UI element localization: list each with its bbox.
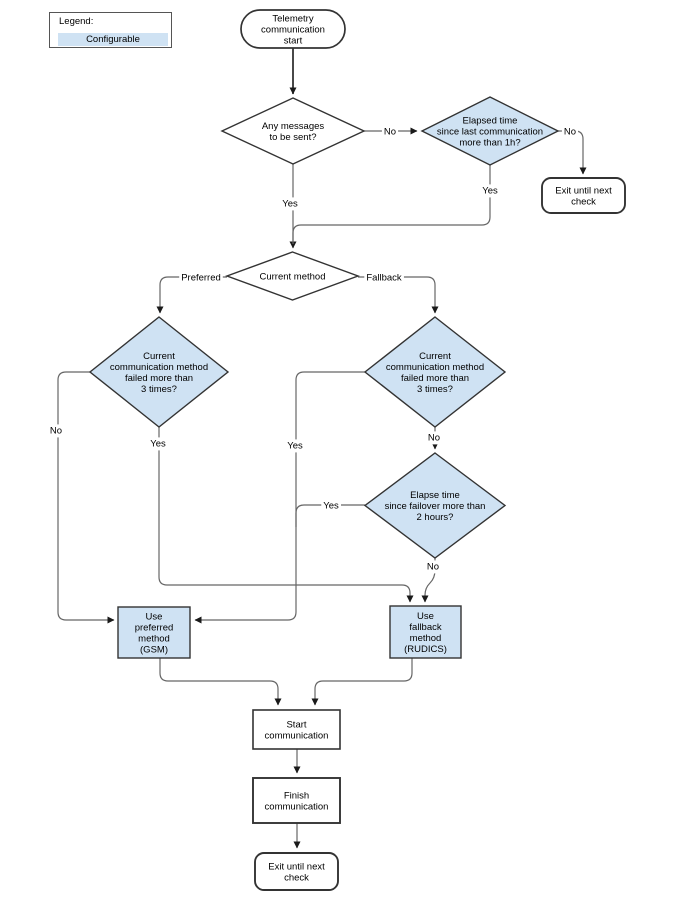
edge-pref-failed-no [57,371,115,624]
edge-label-fall-failed-no: No [428,432,440,443]
node-shape-current-method [224,251,361,301]
edge-elapsed-yes-merge [292,165,491,244]
node-shape-finish-communication [252,777,341,824]
edge-label-bg-messages-no [381,125,399,139]
node-label-current-method: Current method [259,271,325,282]
edge-method-preferred [156,276,227,314]
node-shape-telemetry-start [240,9,346,49]
node-shape-use-preferred-gsm [117,606,191,659]
edge-label-bg-elapsed-no-to-exit [561,125,579,139]
edge-label-bg-elapsed-yes-merge [480,184,500,198]
node-shape-elapse-since-failover [363,452,507,559]
legend: Legend: Configurable [49,12,172,48]
edge-label-bg-fall-failed-no [425,431,443,445]
legend-title: Legend: [59,16,94,27]
node-current-method: Current method [224,251,361,301]
node-shape-exit-until-next-check-2 [254,852,339,891]
node-shape-preferred-failed-3x [88,316,230,428]
node-shape-any-messages [220,97,366,165]
edge-label-bg-method-fallback [364,271,404,285]
edge-label-bg-failover-yes-merge [321,499,341,513]
edge-label-bg-pref-failed-no [47,424,65,438]
edge-pref-failed-yes [158,427,414,603]
edge-label-elapsed-yes-merge: Yes [482,185,498,196]
edge-label-fall-failed-yes: Yes [287,440,303,451]
edge-label-messages-yes: Yes [282,198,298,209]
node-shape-fallback-failed-3x [363,316,507,428]
edge-label-bg-method-preferred [179,271,223,285]
edge-label-messages-no: No [384,126,396,137]
edge-label-bg-pref-failed-yes [148,437,168,451]
edge-label-method-fallback: Fallback [366,272,402,283]
node-shape-exit-until-next-check-1 [541,177,626,214]
node-shape-start-communication [252,709,341,750]
edge-label-pref-failed-yes: Yes [150,438,166,449]
edge-rudics-to-start-comm [311,658,413,706]
edge-method-fallback [358,276,439,314]
edge-fall-failed-yes [194,371,365,624]
edge-label-failover-yes-merge: Yes [323,500,339,511]
edge-label-bg-failover-no [424,560,442,574]
edge-label-bg-fall-failed-yes [285,439,305,453]
edge-label-pref-failed-no: No [50,425,62,436]
edge-failover-yes-merge [295,504,365,527]
edge-label-elapsed-no-to-exit: No [564,126,576,137]
node-shape-use-fallback-rudics [389,605,462,659]
edge-label-method-preferred: Preferred [181,272,221,283]
edge-label-failover-no: No [427,561,439,572]
node-shape-elapsed-since-last-comm [420,96,560,166]
edge-label-bg-messages-yes [280,197,300,211]
legend-item-configurable: Configurable [58,33,168,46]
edge-gsm-to-start-comm [159,658,282,706]
